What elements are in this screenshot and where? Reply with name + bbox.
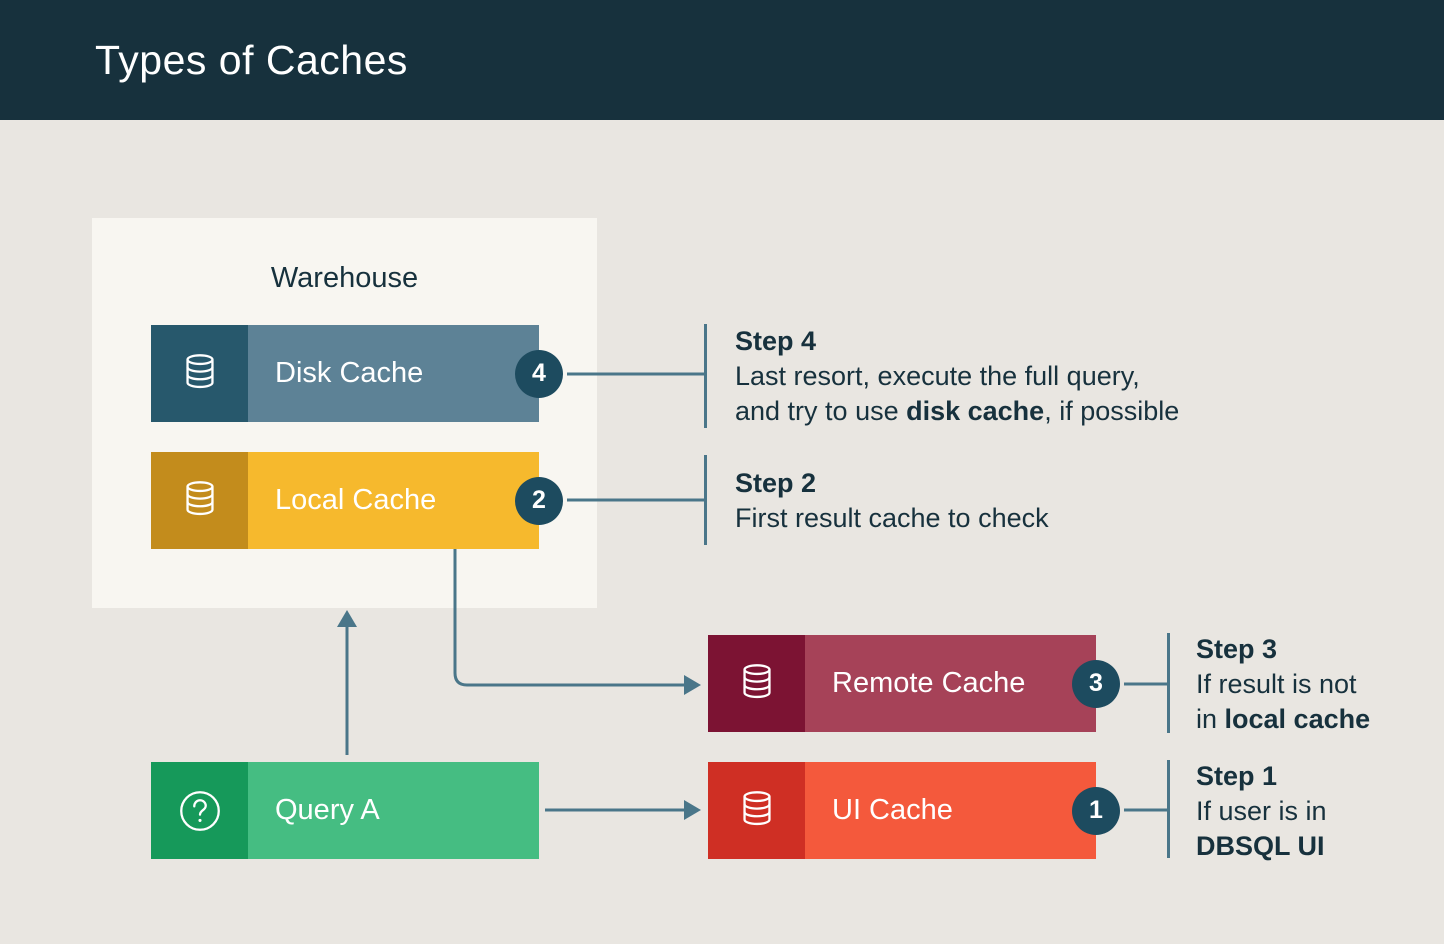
- arrowhead-right-remote: [684, 675, 701, 695]
- step3-line1: If result is not: [1196, 669, 1357, 699]
- query-a-node: Query A: [151, 762, 539, 859]
- step1-title: Step 1: [1196, 761, 1278, 791]
- step1-line1: If user is in: [1196, 796, 1327, 826]
- query-a-label: Query A: [275, 794, 380, 826]
- arrowhead-up: [337, 610, 357, 627]
- step3-annotation: Step 3 If result is not in local cache: [1196, 632, 1370, 737]
- ui-cache-step-badge: 1: [1072, 786, 1120, 835]
- remote-cache-step-badge: 3: [1072, 659, 1120, 708]
- step3-divider: [1167, 633, 1170, 733]
- step3-title: Step 3: [1196, 634, 1278, 664]
- local-cache-node: Local Cache 2: [151, 452, 563, 549]
- database-icon: [151, 452, 248, 549]
- database-icon: [708, 762, 805, 859]
- database-icon: [151, 325, 248, 422]
- disk-cache-node: Disk Cache 4: [151, 325, 563, 422]
- local-cache-label: Local Cache: [275, 484, 437, 516]
- step4-divider: [704, 324, 707, 428]
- step2-title: Step 2: [735, 468, 817, 498]
- step1-annotation: Step 1 If user is in DBSQL UI: [1196, 759, 1327, 864]
- step1-divider: [1167, 760, 1170, 858]
- step2-line1: First result cache to check: [735, 503, 1049, 533]
- page-title: Types of Caches: [95, 36, 408, 83]
- remote-cache-label: Remote Cache: [832, 667, 1026, 699]
- disk-cache-label: Disk Cache: [275, 357, 424, 389]
- step4-title: Step 4: [735, 326, 817, 356]
- arrowhead-right-ui: [684, 800, 701, 820]
- question-circle-icon: [151, 762, 248, 859]
- step2-annotation: Step 2 First result cache to check: [735, 466, 1049, 536]
- disk-cache-step-badge: 4: [515, 349, 563, 398]
- header-bar: Types of Caches: [0, 0, 1444, 120]
- step3-line2: in local cache: [1196, 704, 1371, 734]
- warehouse-label: Warehouse: [270, 262, 419, 294]
- ui-cache-node: UI Cache 1: [708, 762, 1120, 859]
- step1-line2: DBSQL UI: [1196, 831, 1325, 861]
- database-icon: [708, 635, 805, 732]
- remote-cache-node: Remote Cache 3: [708, 635, 1120, 732]
- local-cache-step-badge: 2: [515, 476, 563, 525]
- step4-line1: Last resort, execute the full query,: [735, 361, 1140, 391]
- step4-line2: and try to use disk cache, if possible: [735, 396, 1180, 426]
- step2-divider: [704, 455, 707, 545]
- step4-annotation: Step 4 Last resort, execute the full que…: [735, 324, 1179, 429]
- ui-cache-label: UI Cache: [832, 794, 953, 826]
